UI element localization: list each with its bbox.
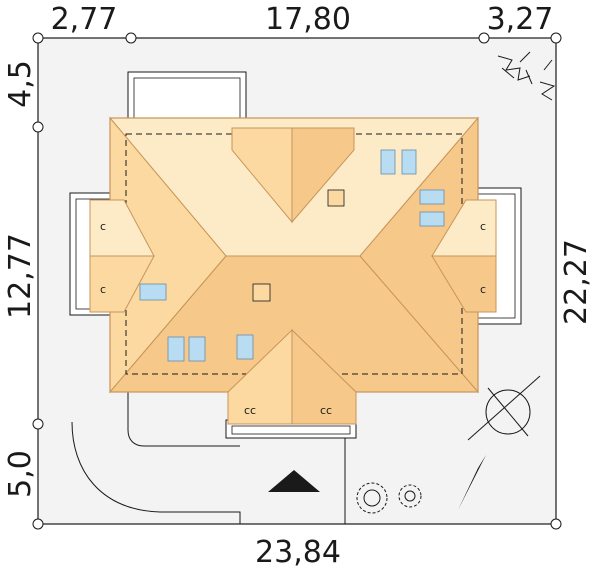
svg-text:c: c xyxy=(480,220,486,233)
svg-text:c: c xyxy=(100,283,106,296)
dimension-node xyxy=(32,121,44,133)
svg-text:c: c xyxy=(480,283,486,296)
svg-text:cc: cc xyxy=(320,404,332,417)
skylight xyxy=(380,149,396,175)
tree-icon xyxy=(356,51,556,514)
skylight xyxy=(401,149,417,175)
chimneys xyxy=(252,189,345,302)
svg-text:cc: cc xyxy=(244,404,256,417)
dim-right: 22,27 xyxy=(559,239,594,325)
top-balcony xyxy=(127,71,247,119)
left-gable: c c xyxy=(89,199,155,313)
skylight xyxy=(139,283,167,301)
chimney xyxy=(252,283,271,302)
dimension-node xyxy=(32,418,44,430)
dimension-node xyxy=(550,518,562,530)
skylight xyxy=(236,334,254,360)
entrance-porch: cc cc xyxy=(225,328,357,439)
skylight xyxy=(419,189,445,205)
chimney xyxy=(327,189,345,207)
dimension-node xyxy=(32,518,44,530)
svg-text:c: c xyxy=(100,220,106,233)
dim-left-middle: 12,77 xyxy=(3,233,38,319)
dimension-lines xyxy=(32,32,562,530)
dim-left-bottom: 5,0 xyxy=(3,450,38,498)
dimension-node xyxy=(125,32,137,44)
dimension-node xyxy=(550,32,562,44)
dim-bottom: 23,84 xyxy=(255,535,341,570)
dim-top-left: 2,77 xyxy=(51,2,118,37)
dim-top-middle: 17,80 xyxy=(265,2,351,37)
driveway xyxy=(71,421,241,524)
dimension-node xyxy=(32,32,44,44)
compass-rose-icon xyxy=(458,375,541,510)
dim-top-right: 3,27 xyxy=(487,2,554,37)
skylight xyxy=(188,336,206,362)
skylights xyxy=(139,149,445,362)
right-gable: c c xyxy=(431,199,497,313)
entrance-arrow-icon xyxy=(268,470,320,492)
skylight xyxy=(167,336,185,362)
dim-left-top: 4,5 xyxy=(3,60,38,108)
skylight xyxy=(419,211,445,227)
house-shadow-outline xyxy=(127,392,240,447)
top-dormer xyxy=(231,127,355,224)
dimension-node xyxy=(478,32,490,44)
